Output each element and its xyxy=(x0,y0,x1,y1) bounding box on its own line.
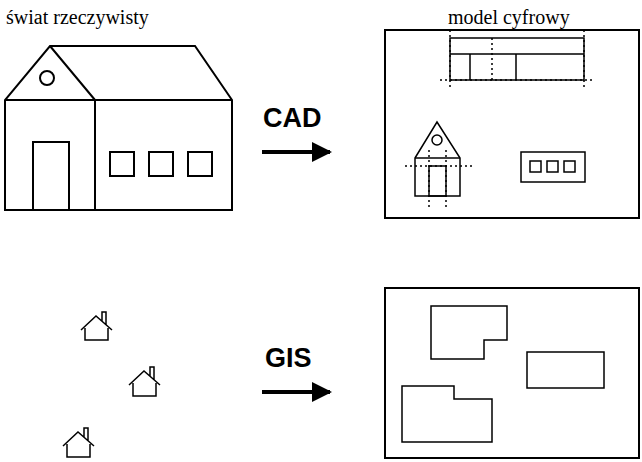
gis-model xyxy=(385,288,639,458)
small-house xyxy=(63,428,94,457)
plan-dims xyxy=(440,30,592,88)
model-frame xyxy=(385,30,639,218)
house-round-window xyxy=(40,71,54,85)
plan-axis xyxy=(491,38,493,80)
cad-arrow xyxy=(262,150,330,154)
house-window xyxy=(149,152,173,176)
method-label: CAD xyxy=(263,104,322,134)
method-label: GIS xyxy=(265,344,312,374)
house-door xyxy=(33,142,69,210)
plan-walls xyxy=(450,54,584,80)
arrows xyxy=(262,152,330,392)
model-frame xyxy=(385,288,639,458)
gable-line xyxy=(415,157,460,159)
house-outline xyxy=(5,46,232,210)
floor-plan xyxy=(450,38,584,80)
side-window xyxy=(530,161,541,172)
small-house xyxy=(81,312,112,340)
small-house xyxy=(129,367,160,396)
gable-door xyxy=(429,166,446,196)
big-house xyxy=(5,46,232,210)
footprint xyxy=(402,386,492,442)
house-window xyxy=(110,152,134,176)
side-elevation xyxy=(521,152,585,182)
gable-round-window xyxy=(432,135,442,145)
cad-model xyxy=(385,30,639,218)
small-houses xyxy=(63,312,160,457)
heading-label: świat rzeczywisty xyxy=(6,6,149,28)
side-window xyxy=(547,161,558,172)
house-window xyxy=(188,152,212,176)
footprint xyxy=(527,352,604,388)
gis-arrow xyxy=(262,390,330,394)
heading-label: model cyfrowy xyxy=(448,6,570,28)
footprint xyxy=(431,306,507,359)
gable-dims xyxy=(405,150,472,208)
gable-elevation xyxy=(415,122,460,196)
house-lines xyxy=(5,46,232,210)
side-window xyxy=(564,161,575,172)
